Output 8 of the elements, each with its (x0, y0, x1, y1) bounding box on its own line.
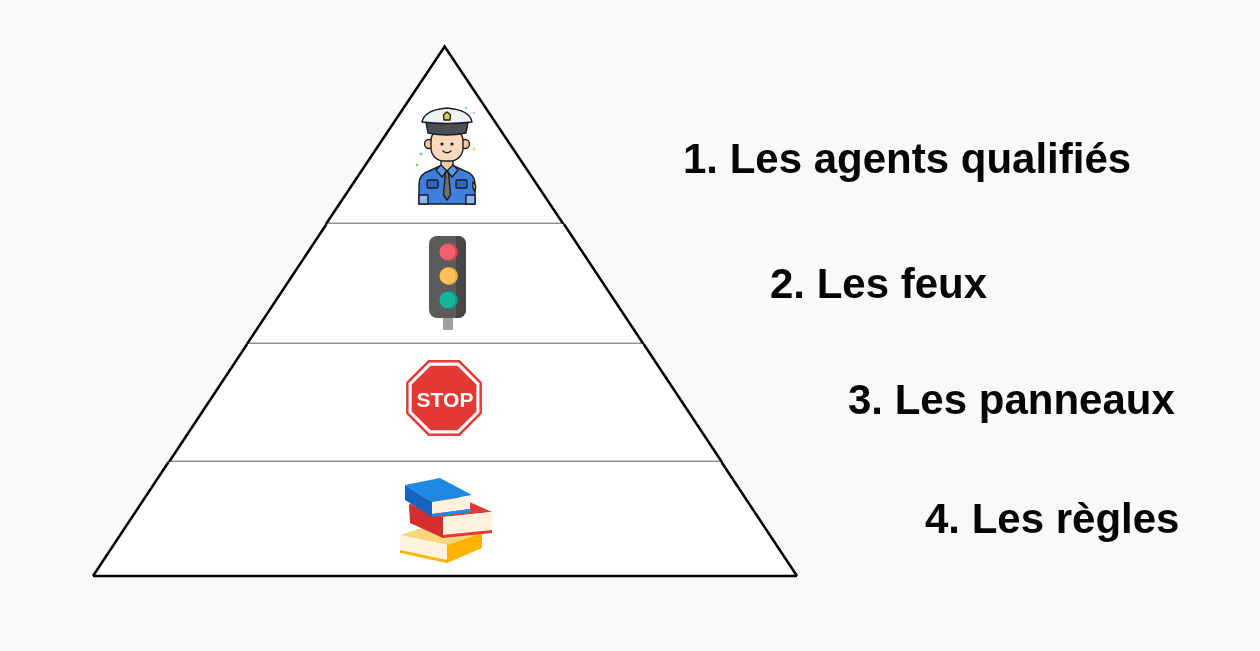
pyramid-tier (168, 344, 722, 462)
tier-label: 3. Les panneaux (848, 375, 1175, 425)
tier-label: 4. Les règles (925, 494, 1180, 544)
sign-text: STOP (416, 388, 474, 410)
pyramid-tier (246, 224, 644, 344)
tier-label: 2. Les feux (770, 259, 988, 309)
tier-label: 1. Les agents qualifiés (683, 134, 1132, 184)
pyramid-tier (93, 462, 797, 576)
